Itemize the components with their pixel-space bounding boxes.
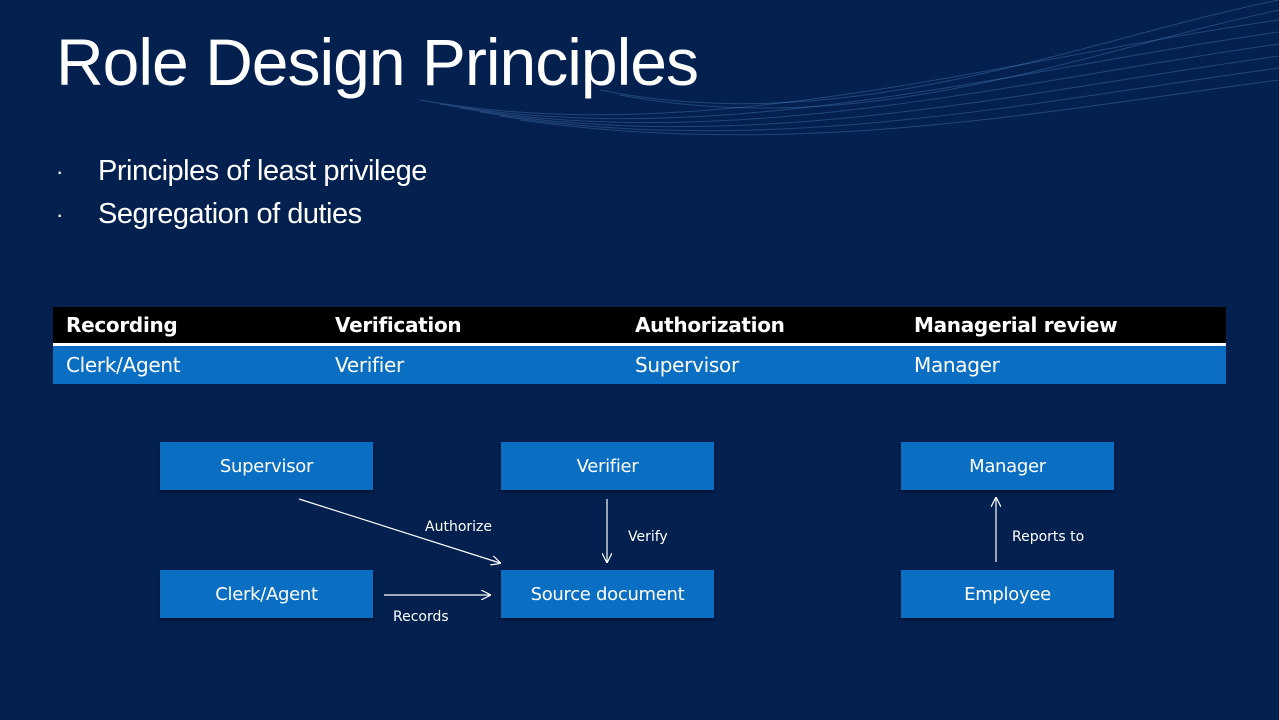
column-header-authorization: Authorization	[622, 307, 901, 346]
bullet-dot-icon: ·	[56, 159, 63, 184]
table-row: Clerk/Agent Verifier Supervisor Manager	[53, 344, 1226, 384]
bullet-list: · Principles of least privilege · Segreg…	[56, 150, 427, 236]
table-cell: Manager	[901, 344, 1226, 384]
slide-title: Role Design Principles	[56, 25, 699, 99]
node-source-document: Source document	[501, 570, 714, 618]
edge-label-records: Records	[393, 609, 449, 625]
bullet-text: Principles of least privilege	[98, 155, 427, 187]
node-supervisor: Supervisor	[160, 442, 373, 490]
bullet-text: Segregation of duties	[98, 198, 362, 230]
edge-label-verify: Verify	[628, 529, 668, 545]
node-employee: Employee	[901, 570, 1114, 618]
table-cell: Supervisor	[622, 344, 901, 384]
column-header-recording: Recording	[53, 307, 322, 346]
decorative-wave-lines	[419, 0, 1279, 136]
node-manager: Manager	[901, 442, 1114, 490]
table-header-row: Recording Verification Authorization Man…	[53, 307, 1226, 346]
node-verifier: Verifier	[501, 442, 714, 490]
bullet-dot-icon: ·	[56, 202, 63, 227]
bullet-item: · Segregation of duties	[56, 193, 427, 236]
table-cell: Verifier	[322, 344, 622, 384]
column-header-managerial-review: Managerial review	[901, 307, 1226, 346]
column-header-verification: Verification	[322, 307, 622, 346]
edge-authorize-arrow	[298, 498, 500, 563]
bullet-item: · Principles of least privilege	[56, 150, 427, 193]
table-cell: Clerk/Agent	[53, 344, 322, 384]
node-clerk-agent: Clerk/Agent	[160, 570, 373, 618]
edge-label-reports-to: Reports to	[1012, 529, 1085, 545]
roles-table: Recording Verification Authorization Man…	[53, 307, 1226, 384]
edge-label-authorize: Authorize	[425, 519, 492, 535]
